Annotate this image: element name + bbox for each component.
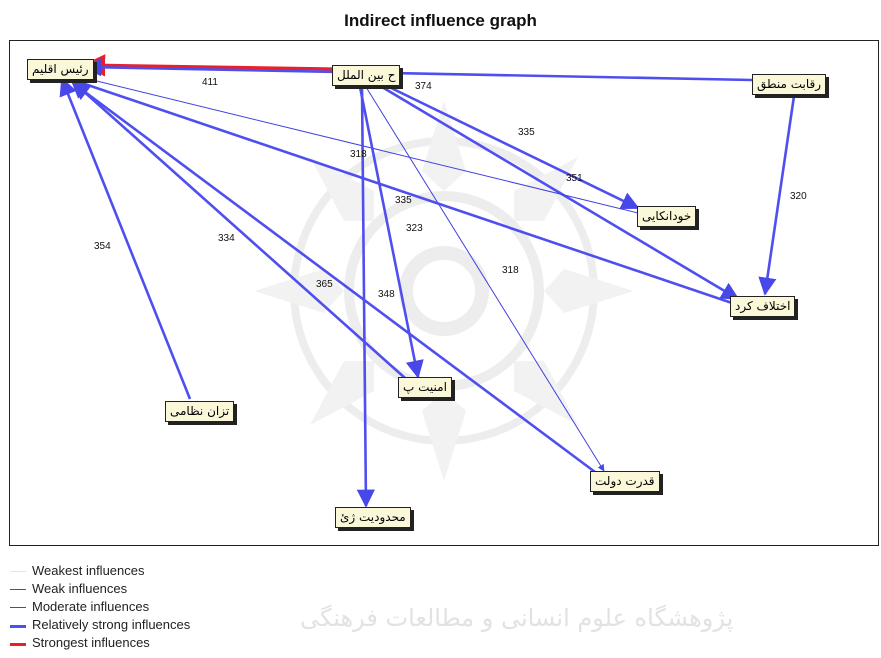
edge-weight-label: 318	[350, 149, 367, 160]
edge-beinolmelal-to-amniyat	[358, 86, 424, 379]
edge-weight-label: 320	[790, 191, 807, 202]
edge-weight-label: 335	[395, 195, 412, 206]
edge-ekhtelaf-to-raees	[68, 75, 733, 305]
edge-weight-label: 365	[316, 279, 333, 290]
influence-graph	[59, 54, 796, 508]
graph-frame: رئیس اقلیم ح بین الملل رقابت منطق خودانکایی…	[9, 40, 879, 546]
edge-qodrat-to-raees	[71, 81, 596, 474]
edge-reqabat-to-ekhtelaf	[758, 95, 796, 296]
legend-label: Strongest influences	[32, 635, 150, 650]
chart-title: Indirect influence graph	[344, 11, 537, 30]
node-beinolmelal[interactable]: ح بین الملل	[332, 65, 401, 86]
legend-label: Relatively strong influences	[32, 617, 191, 632]
edge-weight-label: 335	[518, 127, 535, 138]
edge-weight-label: 351	[566, 173, 583, 184]
edge-tavazon-to-raees	[59, 77, 192, 400]
node-khodatkaei[interactable]: خودانکایی	[637, 206, 697, 227]
edge-beinolmelal-to-raees	[82, 54, 334, 77]
legend-swatch	[10, 643, 26, 646]
edge-amniyat-to-raees	[70, 79, 406, 379]
edge-weight-label: 323	[406, 223, 423, 234]
node-raees[interactable]: رئیس اقلیم	[27, 59, 94, 80]
edge-beinolmelal-to-qodrat	[365, 86, 605, 472]
edge-weight-label: 318	[502, 265, 519, 276]
edge-beinolmelal-to-ekhtelaf	[381, 85, 740, 301]
node-reqabat[interactable]: رقابت منطق	[752, 74, 827, 95]
legend-swatch	[10, 625, 26, 628]
edge-weight-label: 411	[202, 77, 218, 88]
edge-weight-label: 334	[218, 233, 235, 244]
legend-swatch	[10, 571, 26, 572]
watermark-caption: پژوهشگاه علوم انسانی و مطالعات فرهنگی	[300, 604, 734, 632]
legend-label: Weak influences	[32, 581, 128, 596]
edge-weight-label: 374	[415, 81, 432, 92]
node-tavazon[interactable]: تزان نظامی	[165, 401, 235, 422]
legend-label: Moderate influences	[32, 599, 150, 614]
edge-weight-label: 354	[94, 241, 111, 252]
edge-beinolmelal-to-khodatkaei	[384, 83, 640, 210]
legend-label: Weakest influences	[32, 563, 145, 578]
node-qodrat[interactable]: قدرت دولت	[590, 471, 660, 492]
legend-swatch	[10, 589, 26, 590]
node-amniyat[interactable]: امنیت پ	[398, 377, 452, 398]
node-mahdudiyat[interactable]: محدودیت ژئ	[335, 507, 411, 528]
legend-swatch	[10, 607, 26, 608]
edge-khodatkaei-to-raees	[67, 72, 639, 214]
edge-beinolmelal-to-mahdudiyat	[356, 86, 375, 508]
edge-weight-label: 348	[378, 289, 395, 300]
node-ekhtelaf[interactable]: اختلاف کرد	[730, 296, 796, 317]
edge-reqabat-to-raees	[83, 58, 753, 82]
